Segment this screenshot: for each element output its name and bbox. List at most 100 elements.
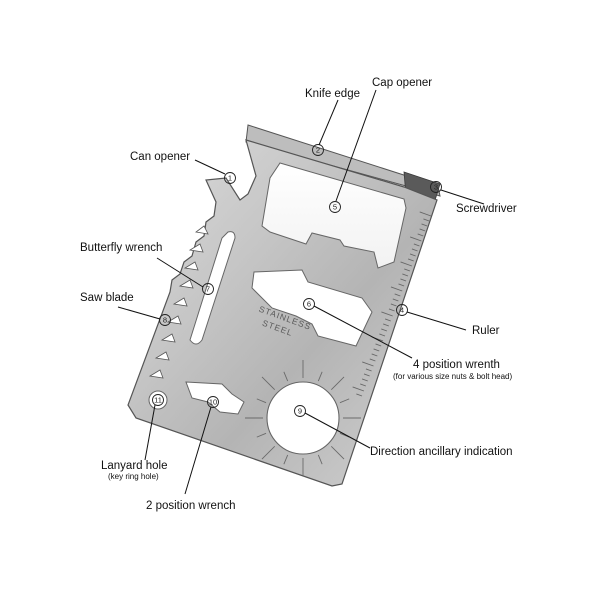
marker-11: 11 <box>152 394 164 406</box>
leader-direction <box>304 412 371 449</box>
ruler-tick <box>356 393 363 397</box>
direction-ray <box>256 432 267 438</box>
label-saw-blade: Saw blade <box>80 292 134 304</box>
ruler-tick <box>362 361 374 367</box>
label-butterfly-wrench: Butterfly wrench <box>80 242 162 254</box>
ruler-tick <box>398 283 405 287</box>
ruler-tick <box>392 298 399 302</box>
direction-circle <box>266 381 340 455</box>
label-four-position-wrench: 4 position wrenth <box>413 359 500 371</box>
marker-1-number: 1 <box>228 174 232 183</box>
ruler-tick <box>381 328 388 332</box>
marker-10: 10 <box>207 396 219 408</box>
marker-1: 1 <box>224 172 236 184</box>
direction-ray <box>317 371 323 382</box>
ruler-tick <box>394 293 401 297</box>
marker-7: 7 <box>202 283 214 295</box>
ruler-tick <box>400 261 412 267</box>
ruler-tick <box>365 368 372 372</box>
ruler-tick <box>369 358 376 362</box>
direction-ray <box>261 376 276 391</box>
label-lanyard-hole: Lanyard hole <box>101 460 168 472</box>
marker-9-number: 9 <box>298 407 302 416</box>
ruler-tick <box>390 303 397 307</box>
direction-ray <box>339 398 350 404</box>
ruler-tick <box>417 233 424 237</box>
marker-11-number: 11 <box>154 396 162 405</box>
card-body: STAINLESS STEEL <box>127 124 441 487</box>
ruler-tick <box>383 323 389 327</box>
number-markers: 1 2 3 4 5 6 7 8 <box>152 144 442 417</box>
leader-lanyard-hole <box>144 404 156 461</box>
ruler-tick <box>400 278 407 282</box>
butterfly-wrench-slot <box>189 231 236 345</box>
label-knife-edge: Knife edge <box>305 88 360 100</box>
four-position-wrench-hole <box>251 269 373 347</box>
direction-ray <box>283 454 289 465</box>
marker-3: 3 <box>430 181 442 193</box>
ruler-tick <box>407 258 414 262</box>
ruler-tick <box>363 373 370 377</box>
ruler-tick <box>404 268 411 272</box>
ruler-tick <box>419 228 426 232</box>
ruler-tick <box>379 333 386 337</box>
callout-labels: Can opener Knife edge Cap opener Screwdr… <box>80 77 517 512</box>
ruler-tick <box>384 318 391 322</box>
direction-ray <box>261 445 276 460</box>
sublabel-lanyard-hole: (key ring hole) <box>108 472 159 481</box>
cap-opener-hole <box>261 162 407 269</box>
lanyard-hole <box>148 390 168 410</box>
ruler-tick <box>375 343 382 347</box>
marker-8-number: 8 <box>163 316 167 325</box>
ruler-tick <box>421 223 428 227</box>
marker-2-number: 2 <box>316 146 320 155</box>
marker-2: 2 <box>312 144 324 156</box>
direction-ray <box>330 376 345 391</box>
ruler-tick <box>388 308 395 312</box>
ruler-tick <box>381 311 393 317</box>
marker-4: 4 <box>396 304 408 316</box>
label-can-opener: Can opener <box>130 151 190 163</box>
sublabel-four-position-wrench: (for various size nuts & bolt head) <box>393 372 513 381</box>
direction-ray <box>330 445 345 460</box>
label-two-position-wrench: 2 position wrench <box>146 500 236 512</box>
ruler-tick <box>409 236 422 242</box>
ruler-tick <box>413 243 420 247</box>
leader-butterfly-wrench <box>156 257 204 288</box>
marker-5-number: 5 <box>333 203 337 212</box>
ruler-scale <box>352 211 432 397</box>
marker-5: 5 <box>329 201 341 213</box>
direction-ray <box>317 454 323 465</box>
leader-knife-edge <box>318 99 339 146</box>
ruler-tick <box>361 378 368 382</box>
marker-7-number: 7 <box>206 285 210 294</box>
marker-4-number: 4 <box>400 306 404 315</box>
two-position-wrench-hole <box>185 381 245 415</box>
saw-blade-teeth <box>148 225 209 379</box>
ruler-tick <box>419 211 432 217</box>
leader-can-opener <box>194 159 226 175</box>
leader-screwdriver <box>440 189 485 205</box>
label-screwdriver: Screwdriver <box>456 203 517 215</box>
ruler-tick <box>390 286 403 292</box>
marker-9: 9 <box>294 405 306 417</box>
ruler-tick <box>360 383 366 387</box>
direction-ray <box>256 398 267 404</box>
marker-10-number: 10 <box>209 398 217 407</box>
ruler-tick <box>411 248 418 252</box>
leader-saw-blade <box>117 306 161 320</box>
ruler-tick <box>402 273 409 277</box>
ruler-tick <box>409 253 416 257</box>
marker-3-number: 3 <box>434 183 438 192</box>
label-ruler: Ruler <box>472 325 500 337</box>
leader-ruler <box>406 311 467 331</box>
leader-two-position-wrench <box>184 406 212 495</box>
marker-6-number: 6 <box>307 300 311 309</box>
direction-ray <box>283 371 289 382</box>
leader-cap-opener <box>335 89 377 202</box>
ruler-tick <box>371 353 378 357</box>
label-direction: Direction ancillary indication <box>370 446 513 458</box>
marker-8: 8 <box>159 314 171 326</box>
